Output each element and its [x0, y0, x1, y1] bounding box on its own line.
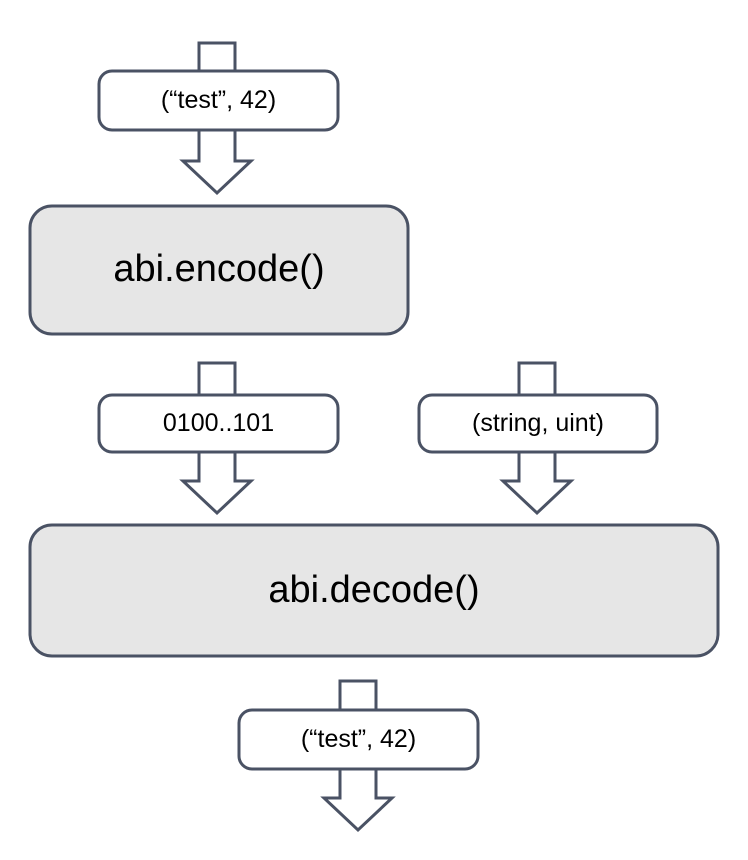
- node-abi-encode-shape[interactable]: [28, 204, 410, 336]
- node-type-signature-shape[interactable]: [417, 393, 659, 454]
- node-input-tuple-shape[interactable]: [97, 69, 340, 132]
- connector-entry-stub-top: [197, 41, 237, 74]
- connector-stub-decode-to-output: [338, 679, 378, 713]
- connector-arrow-types-to-decode: [499, 450, 575, 516]
- node-output-tuple-shape[interactable]: [237, 708, 480, 771]
- connector-stub-encode-to-bytes: [197, 361, 237, 398]
- connector-arrow-input-to-encode: [179, 128, 255, 196]
- connector-arrow-bytes-to-decode: [179, 450, 255, 516]
- connector-arrow-output-exit: [320, 767, 396, 833]
- node-encoded-bytes-shape[interactable]: [97, 393, 340, 454]
- node-abi-decode-shape[interactable]: [28, 523, 720, 658]
- connector-stub-types-entry: [517, 361, 557, 398]
